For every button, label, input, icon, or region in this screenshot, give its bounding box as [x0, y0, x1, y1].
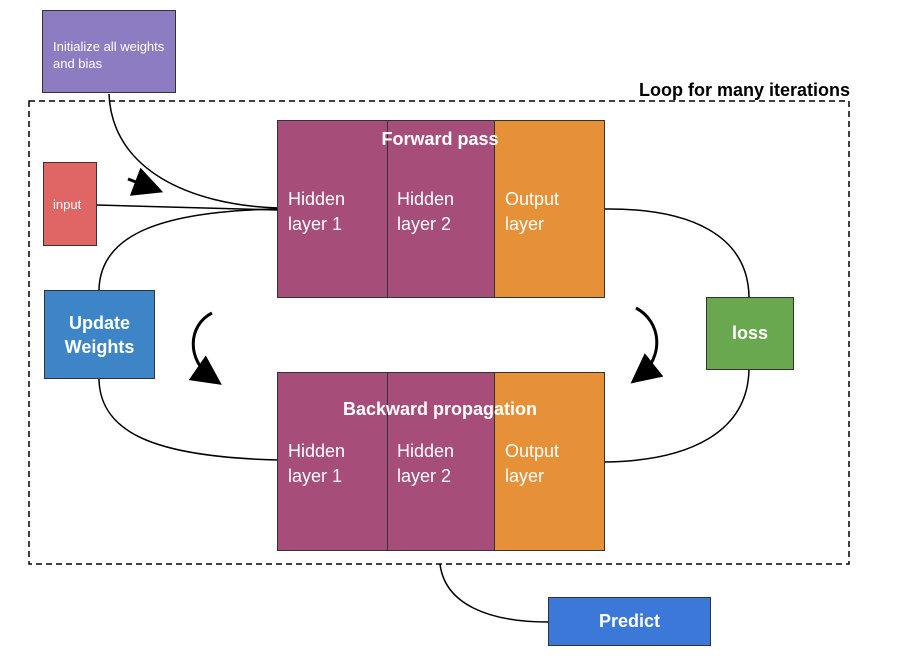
backward-hidden-layer-1-label: Hidden layer 1 — [288, 441, 346, 486]
left-cycle-arrow — [188, 311, 222, 385]
loss-to-backward-connector — [603, 368, 750, 463]
forward-pass-title: Forward pass — [381, 129, 499, 149]
backward-output-layer: Output layer — [494, 372, 605, 551]
forward-to-loss-connector — [603, 208, 750, 298]
forward-output-layer: Output layer — [494, 120, 605, 298]
init-connector — [108, 93, 279, 209]
forward-output-layer-label: Output layer — [505, 189, 560, 234]
backward-hidden-layer-2-label: Hidden layer 2 — [397, 441, 455, 486]
loop-to-predict-connector — [439, 563, 549, 623]
input-box: input — [43, 162, 97, 246]
init-weights-label: Initialize all weights and bias — [53, 39, 165, 71]
init-weights-box: Initialize all weights and bias — [42, 10, 176, 93]
predict-box: Predict — [548, 597, 711, 646]
backward-propagation-title: Backward propagation — [342, 399, 538, 419]
update-weights-box: Update Weights — [44, 290, 155, 379]
loop-title: Loop for many iterations — [638, 80, 850, 100]
backward-to-update-connector — [98, 378, 279, 461]
backward-hidden-layer-1: Hidden layer 1 — [277, 372, 388, 551]
update-weights-label: Update Weights — [64, 312, 135, 357]
forward-hidden-layer-2-label: Hidden layer 2 — [397, 189, 455, 234]
forward-hidden-layer-1-label: Hidden layer 1 — [288, 189, 346, 234]
backward-hidden-layer-2: Hidden layer 2 — [387, 372, 495, 551]
update-to-forward-connector — [98, 208, 279, 291]
forward-hidden-layer-2: Hidden layer 2 — [387, 120, 495, 298]
backward-output-layer-label: Output layer — [505, 441, 560, 486]
input-label: input — [53, 197, 82, 212]
loop-boundary — [28, 100, 850, 565]
loss-label: loss — [731, 323, 769, 343]
loss-box: loss — [706, 297, 794, 370]
forward-hidden-layer-1: Hidden layer 1 — [277, 120, 388, 298]
input-connector — [96, 204, 279, 211]
input-arrow — [127, 167, 164, 196]
predict-label: Predict — [598, 611, 661, 631]
right-cycle-arrow — [630, 306, 664, 384]
